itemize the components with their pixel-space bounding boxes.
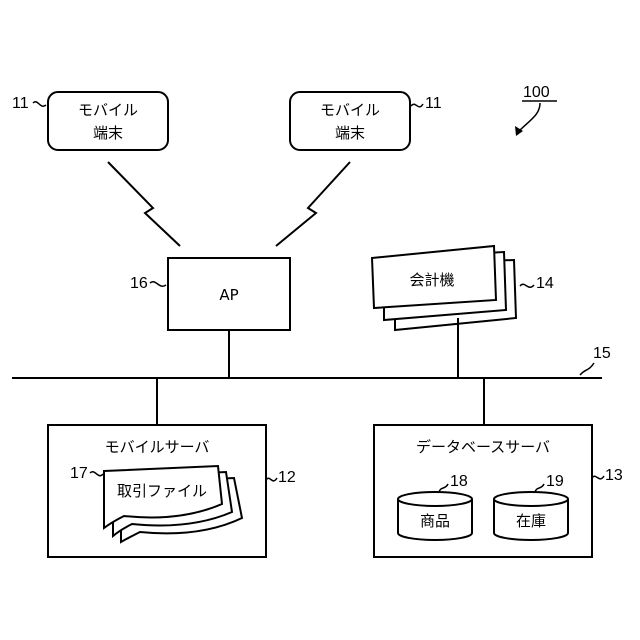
network-leader [580,363,594,375]
mobile-terminal-right-ref: 11 [425,95,442,112]
mobile-terminal-left-line1: モバイル [78,101,138,119]
network-bus: 15 [12,345,611,378]
mobile-server: モバイルサーバ 12 取引ファイル 17 [48,425,296,557]
register-terminals: 会計機 14 [372,246,554,330]
access-point: AP 16 [130,258,290,330]
products-db-label: 商品 [420,512,450,530]
database-server-ref: 13 [605,467,623,484]
mobile-terminal-left-ref: 11 [12,95,29,112]
stock-db-label: 在庫 [516,512,546,530]
products-db-top [398,492,472,506]
access-point-label: AP [219,286,238,304]
mobile-server-leader [266,478,277,481]
mobile-terminal-left: モバイル 端末 11 [12,92,168,150]
mobile-terminal-right-line1: モバイル [320,101,380,119]
access-point-leader [150,282,166,286]
register-leader [520,284,534,287]
figure-ref: 100 [515,84,557,136]
mobile-terminal-right-leader [411,104,423,107]
figure-ref-arrow [518,103,540,132]
database-server-label: データベースサーバ [416,438,550,456]
access-point-ref: 16 [130,275,148,292]
mobile-server-ref: 12 [278,469,296,486]
database-server: データベースサーバ 13 商品 18 在庫 19 [374,425,623,557]
wireless-link-left [108,162,180,246]
mobile-server-label: モバイルサーバ [105,438,210,456]
mobile-terminal-left-line2: 端末 [93,124,123,142]
stock-db-ref: 19 [546,473,564,490]
products-db-ref: 18 [450,473,468,490]
mobile-terminal-left-leader [33,102,46,106]
network-ref: 15 [593,345,611,362]
transaction-file-label: 取引ファイル [117,482,207,500]
transaction-file-ref: 17 [70,465,88,482]
wireless-link-right [276,162,350,246]
mobile-terminal-right-line2: 端末 [335,124,365,142]
register-label: 会計機 [409,271,454,289]
figure-ref-label: 100 [523,84,550,101]
mobile-terminal-right: モバイル 端末 11 [290,92,442,150]
database-server-leader [592,476,604,479]
register-ref: 14 [536,275,554,292]
stock-db-top [494,492,568,506]
